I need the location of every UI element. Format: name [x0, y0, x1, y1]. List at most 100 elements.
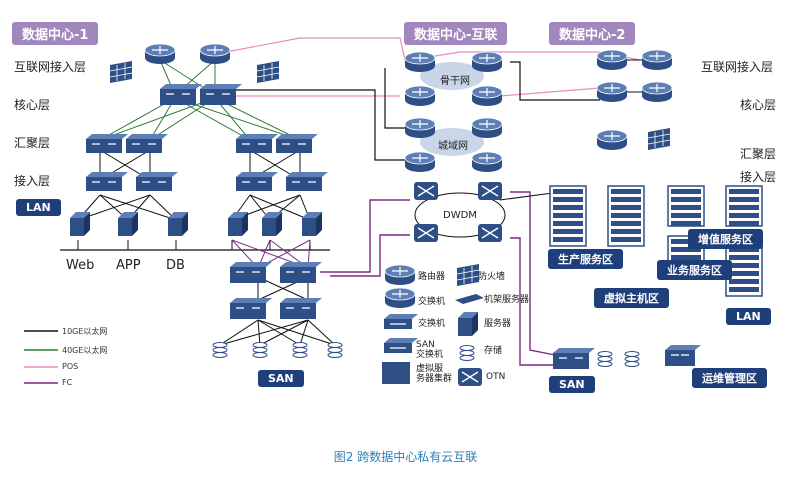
- fc-link: [510, 191, 556, 356]
- storage-dc2-2-disk: [624, 356, 640, 362]
- server-4-side: [242, 212, 248, 236]
- pos-link: [499, 87, 601, 97]
- legend-storage-icon-disk: [459, 350, 475, 356]
- server-5: [262, 218, 276, 236]
- rack-value-added-2-slot: [729, 197, 759, 202]
- server-6-side: [316, 212, 322, 236]
- storage-dc2-1-disk: [597, 356, 613, 362]
- router-metro-c-arrows: [412, 154, 428, 162]
- left-internet-layer: 互联网接入层: [14, 60, 87, 74]
- router-backbone-c-arrows: [412, 88, 428, 96]
- dc2-title: 数据中心-2: [549, 22, 636, 45]
- server-3-side: [182, 212, 188, 236]
- server-1-top: [70, 212, 90, 218]
- otn-d-cross: [481, 227, 499, 239]
- rack-business-2-slot: [729, 247, 759, 252]
- core-switch-dc1-b-top: [200, 84, 242, 89]
- right-lan-zone: LAN: [726, 308, 771, 325]
- virtual-host-zone: 虚拟主机区: [594, 288, 669, 308]
- router-metro-a-arrows: [412, 120, 428, 128]
- legend-san-switch-text: SAN 交换机: [416, 340, 444, 360]
- storage-1-disk: [212, 347, 228, 353]
- rack-production-1-slot: [553, 213, 583, 218]
- legend-vm-cluster-icon: [382, 362, 410, 384]
- router-internet-dc2-a-arrows: [604, 52, 620, 60]
- core-switch-dc1-b: [200, 89, 236, 105]
- san-link: [257, 319, 336, 346]
- left-san-zone: SAN: [258, 370, 304, 387]
- rack-production-2-slot: [611, 221, 641, 226]
- ops-switch: [665, 350, 695, 366]
- server-2: [118, 218, 132, 236]
- agg-switch-1-top: [86, 134, 128, 139]
- storage-2-disk: [252, 352, 268, 358]
- server-6-top: [302, 212, 322, 218]
- router-internet-dc2-b-arrows: [649, 52, 665, 60]
- router-backbone-d-arrows: [479, 88, 495, 96]
- router-metro-d-arrows: [479, 154, 495, 162]
- storage-3-disk: [292, 352, 308, 358]
- agg-switch-4-top: [276, 134, 318, 139]
- storage-4-disk: [327, 347, 343, 353]
- fc-link: [320, 199, 410, 273]
- storage-1-disk: [212, 342, 228, 348]
- legend-otn-text: OTN: [486, 372, 506, 382]
- legend-router-text: 路由器: [418, 272, 446, 282]
- router-core-dc2-a-arrows: [604, 84, 620, 92]
- rack-production-2-slot: [611, 189, 641, 194]
- server-1: [70, 218, 84, 236]
- legend-fc: FC: [62, 378, 73, 387]
- server-6: [302, 218, 316, 236]
- rack-production-1-slot: [553, 197, 583, 202]
- app-label: APP: [116, 258, 141, 273]
- san-switch-dc2-top: [553, 348, 595, 353]
- production-zone: 生产服务区: [548, 249, 623, 269]
- rack-production-2-slot: [611, 237, 641, 242]
- firewall-dc2: [648, 128, 670, 150]
- legend-10ge: 10GE以太网: [62, 327, 108, 336]
- legend-pos: POS: [62, 362, 79, 371]
- rack-value-added-2-slot: [729, 189, 759, 194]
- router-backbone-b-arrows: [479, 54, 495, 62]
- 10ge-link: [249, 194, 311, 221]
- dc-interconnect-title: 数据中心-互联: [404, 22, 508, 45]
- ops-zone: 运维管理区: [692, 368, 767, 388]
- rack-business-2-slot: [729, 263, 759, 268]
- router-internet-dc1-b-arrows: [207, 46, 223, 54]
- core-switch-dc1-a: [160, 89, 196, 105]
- rack-value-added-1-slot: [671, 221, 701, 226]
- access-switch-1: [86, 177, 122, 191]
- rack-business-2-slot: [729, 287, 759, 292]
- ops-switch-top: [665, 345, 701, 350]
- left-aggregation-layer: 汇聚层: [14, 136, 51, 150]
- right-internet-layer: 互联网接入层: [701, 60, 774, 74]
- rack-business-1-slot: [671, 247, 701, 252]
- san-switch-dc1-d: [280, 303, 316, 319]
- right-core-layer: 核心层: [740, 98, 777, 112]
- san-switch-dc1-c-top: [230, 298, 272, 303]
- legend-firewall-icon: [457, 264, 479, 286]
- rack-business-2-slot: [729, 271, 759, 276]
- storage-2-disk: [252, 347, 268, 353]
- legend-vm-cluster-text: 虚拟服 务器集群: [416, 364, 453, 384]
- access-switch-3-top: [236, 172, 278, 177]
- rack-value-added-2-slot: [729, 213, 759, 218]
- server-4: [228, 218, 242, 236]
- 10ge-link: [99, 194, 177, 221]
- legend-otn-icon-cross: [461, 371, 479, 383]
- firewall-dc1-b: [257, 61, 279, 83]
- server-3-top: [168, 212, 188, 218]
- db-label: DB: [166, 258, 185, 273]
- otn-a-cross: [417, 185, 435, 197]
- backbone-cloud: [420, 62, 484, 90]
- san-link: [259, 319, 309, 346]
- legend-router-icon-arrows: [392, 267, 408, 275]
- rack-production-1-slot: [553, 205, 583, 210]
- storage-dc2-2-disk: [624, 361, 640, 367]
- san-link: [257, 319, 261, 346]
- rack-value-added-1-slot: [671, 213, 701, 218]
- san-switch-dc1-c: [230, 303, 266, 319]
- server-5-top: [262, 212, 282, 218]
- agg-switch-3: [236, 139, 272, 153]
- 10ge-link: [384, 68, 405, 129]
